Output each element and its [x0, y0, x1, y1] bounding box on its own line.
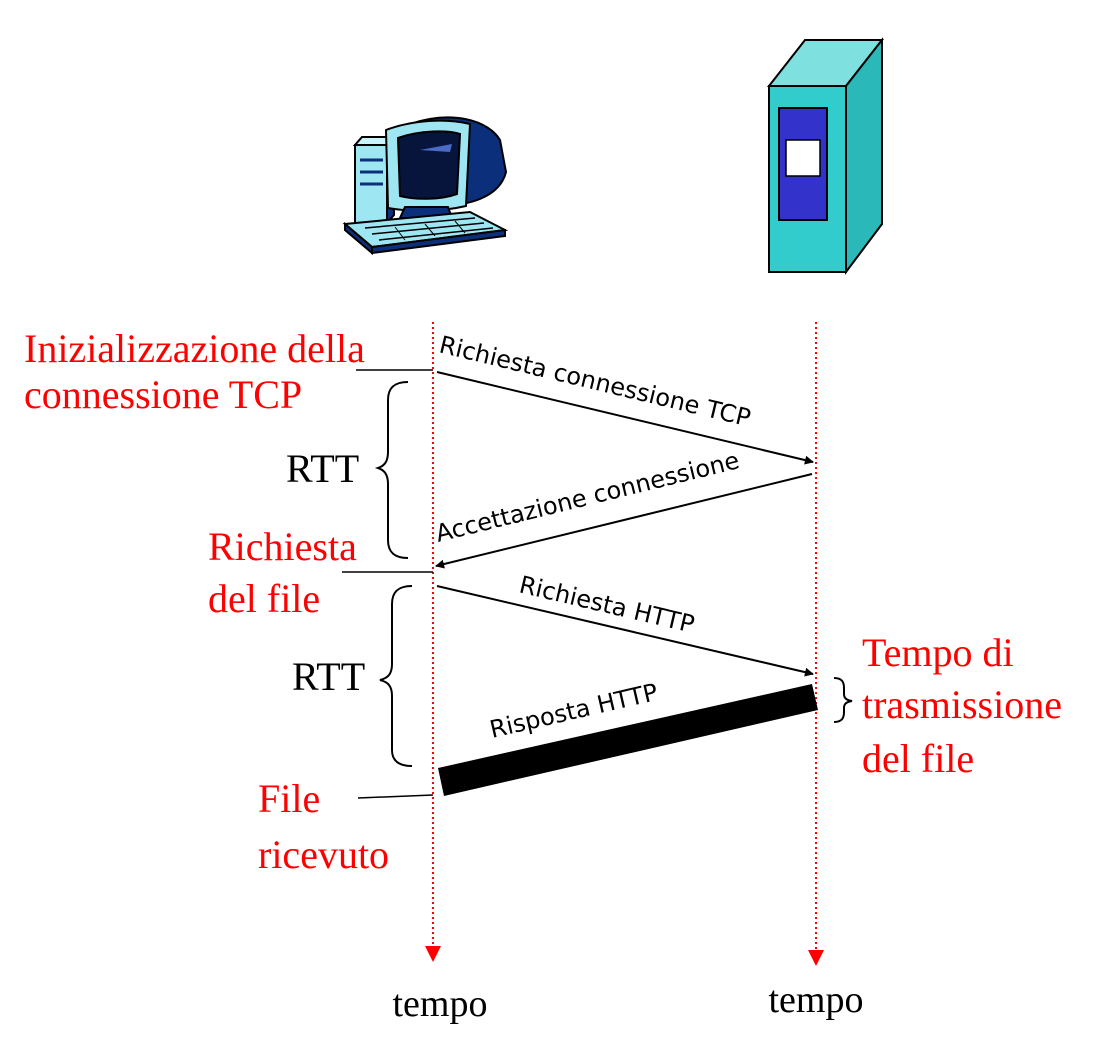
init-label-line1: Inizializzazione della — [24, 326, 365, 371]
server-time-arrowhead — [808, 950, 824, 966]
file-received-label-line2: ricevuto — [258, 832, 389, 877]
rtt-top-brace — [374, 381, 409, 559]
rtt-bottom-label: RTT — [292, 654, 365, 699]
tcp-accept-label: Accettazione connessione — [433, 446, 742, 548]
request-file-label-line2: del file — [208, 576, 320, 621]
tcp-request-arrow — [436, 371, 814, 465]
http-request-label: Richiesta HTTP — [517, 571, 698, 639]
request-file-label-line1: Richiesta — [208, 524, 357, 569]
init-label-line2: connessione TCP — [24, 372, 302, 417]
http-response-bar — [438, 684, 818, 796]
client-time-label: tempo — [393, 983, 488, 1025]
desktop-computer-icon — [342, 116, 509, 256]
transmission-label-line1: Tempo di — [862, 630, 1014, 675]
file-received-label-line1: File — [258, 776, 320, 821]
transmission-label-line2: trasmissione — [862, 682, 1062, 727]
file-received-pointer-line — [357, 794, 434, 799]
transmission-brace — [833, 677, 853, 723]
rtt-top-label: RTT — [286, 446, 359, 491]
http-request-arrow — [436, 585, 814, 677]
client-time-arrowhead — [425, 946, 441, 962]
client-timeline — [425, 322, 441, 962]
tcp-accept-arrow — [435, 473, 813, 569]
server-tower-icon — [766, 37, 885, 275]
rtt-bottom-brace — [379, 585, 413, 767]
tcp-request-label: Richiesta connessione TCP — [437, 331, 754, 433]
server-time-label: tempo — [769, 979, 864, 1021]
transmission-label-line3: del file — [862, 736, 974, 781]
server-timeline — [808, 322, 824, 966]
